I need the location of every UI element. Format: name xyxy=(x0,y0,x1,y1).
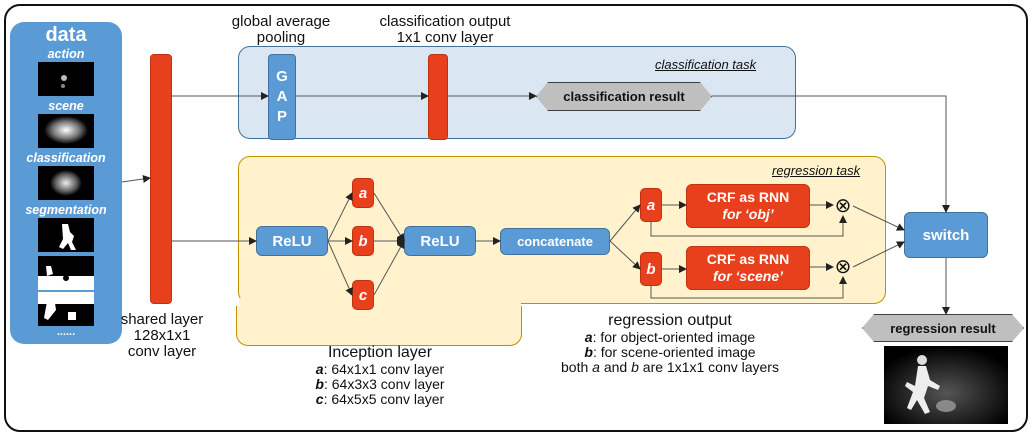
data-label-scene: scene xyxy=(48,99,84,113)
classification-thumbnail xyxy=(38,166,94,200)
classification-task-label: classification task xyxy=(655,57,757,72)
regression-output-both: both a and b are 1x1x1 conv layers xyxy=(561,359,779,375)
segmentation-thumbnail-3 xyxy=(38,292,94,326)
relu-node-1: ReLU xyxy=(256,226,328,256)
switch-node: switch xyxy=(904,212,988,258)
concatenate-node: concatenate xyxy=(500,228,610,255)
gap-letter-a: A xyxy=(276,88,288,105)
regression-output-item-a: a: for object-oriented image xyxy=(584,329,756,345)
action-heatmap xyxy=(61,75,67,88)
inception-item-a: a: 64x1x1 conv layer xyxy=(315,361,445,377)
segmentation-mask-2 xyxy=(38,266,94,290)
multiply-obj-icon: ⊗ xyxy=(834,195,852,217)
regression-task-box-join xyxy=(239,298,521,310)
regression-output-item-b: b: for scene-oriented image xyxy=(584,344,756,360)
gap-letter-g: G xyxy=(276,68,288,85)
segmentation-thumbnail-2 xyxy=(38,256,94,290)
relu-node-2: ReLU xyxy=(404,226,476,256)
regression-output-title: regression output xyxy=(608,312,732,329)
scene-heatmap xyxy=(44,116,88,144)
segmentation-thumbnail xyxy=(38,218,94,252)
segmentation-mask-3 xyxy=(38,292,94,320)
inception-item-c: c: 64x5x5 conv layer xyxy=(315,391,445,407)
inception-item-b: b: 64x3x3 conv layer xyxy=(315,376,445,392)
data-label-segmentation: segmentation xyxy=(25,203,107,217)
regression-result-image xyxy=(884,346,1008,424)
data-label-classification: classification xyxy=(26,151,106,165)
regression-output-legend: regression output a: for object-oriented… xyxy=(520,312,820,375)
classification-heatmap xyxy=(50,170,82,196)
output-branch-a: a xyxy=(640,188,662,222)
classification-result-node: classification result xyxy=(536,82,712,111)
data-more: ...... xyxy=(56,326,76,338)
inception-legend: Inception layer a: 64x1x1 conv layer b: … xyxy=(280,344,480,407)
regression-result-node: regression result xyxy=(862,314,1024,342)
segmentation-mask xyxy=(59,224,76,250)
multiply-scene-icon: ⊗ xyxy=(834,256,852,278)
regression-task-box-extension xyxy=(236,306,522,346)
regression-result-figure xyxy=(884,346,1008,424)
data-label-action: action xyxy=(47,47,85,61)
outer-frame xyxy=(4,4,1028,432)
regression-task-label: regression task xyxy=(772,163,861,178)
data-title: data xyxy=(45,24,87,46)
action-thumbnail xyxy=(38,62,94,96)
scene-thumbnail xyxy=(38,114,94,148)
gap-letter-p: P xyxy=(276,108,287,125)
inception-title: Inception layer xyxy=(327,344,433,361)
gap-block: G A P xyxy=(268,54,296,140)
inception-branch-a: a xyxy=(352,178,374,208)
